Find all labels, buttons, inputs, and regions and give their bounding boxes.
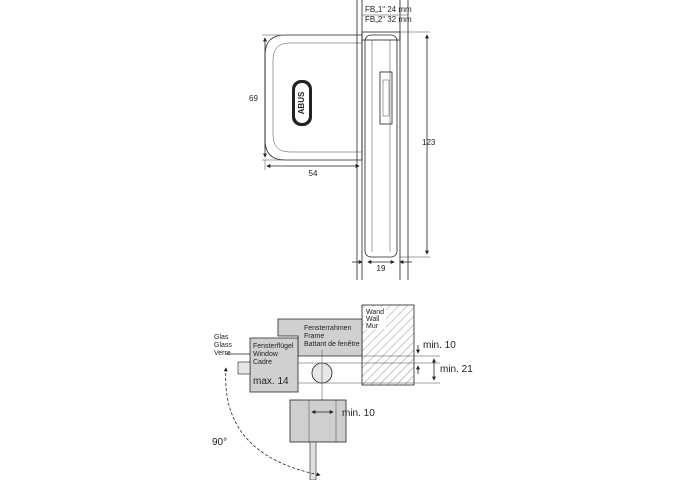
dim-width-label: 54 <box>309 169 318 178</box>
hinge-column <box>364 34 398 258</box>
glass-pane <box>237 361 251 375</box>
dim-total-height-label: 123 <box>422 138 436 147</box>
sash-label-de: Fensterflügel <box>253 343 294 350</box>
wall-label-fr: Mur <box>366 323 379 330</box>
sash-label-en: Window <box>253 351 279 358</box>
fb1-label: FB„1“ 24 mm <box>365 5 412 14</box>
wall-label-de: Wand <box>366 309 384 316</box>
min10-top-label: min. 10 <box>423 340 456 351</box>
top-view: ABUS FB„1“ 24 mm FB„2“ 32 mm 69 54 123 <box>249 0 436 280</box>
dim-bottom-label: 19 <box>377 264 386 273</box>
wall-label-en: Wall <box>366 316 380 323</box>
min10-bottom-label: min. 10 <box>342 408 375 419</box>
frame-label-en: Frame <box>304 333 324 340</box>
hinge-clip <box>379 71 393 125</box>
max-label: max. 14 <box>253 376 289 387</box>
abus-logo: ABUS <box>292 80 312 126</box>
lock-body-outline <box>264 34 363 161</box>
min21-label: min. 21 <box>440 364 473 375</box>
fb2-label: FB„2“ 32 mm <box>365 15 412 24</box>
abus-logo-text: ABUS <box>297 91 306 114</box>
section-view: Wand Wall Mur Fensterrahmen Frame Battan… <box>212 304 473 480</box>
glass-label-en: Glass <box>214 342 232 349</box>
dim-height-label: 69 <box>249 94 258 103</box>
lock-body-inner <box>272 42 363 153</box>
glass-label-de: Glas <box>214 334 229 341</box>
swing-arc <box>223 367 321 477</box>
frame-label-fr: Battant de fenêtre <box>304 341 360 348</box>
frame-label-de: Fensterrahmen <box>304 325 352 332</box>
lock-body-section <box>289 399 347 443</box>
sash-label-fr: Cadre <box>253 359 272 366</box>
glass-label-fr: Verre <box>214 350 231 357</box>
shaft <box>309 441 317 480</box>
angle-label: 90° <box>212 437 227 448</box>
